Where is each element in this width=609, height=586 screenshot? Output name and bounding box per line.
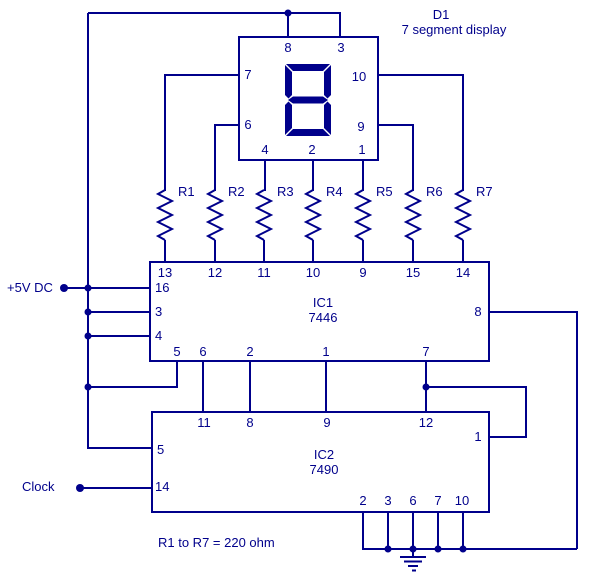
ic2-part-label: 7490: [309, 462, 339, 477]
ic1-pin-11: 11: [257, 265, 271, 280]
ic2-pin-2: 2: [359, 493, 367, 508]
display-pin-1: 1: [358, 142, 366, 157]
seven-segment-digit-icon: [285, 64, 331, 136]
ic2-pin-6: 6: [409, 493, 417, 508]
ic2-pin-8: 8: [246, 415, 254, 430]
supply-label: +5V DC: [7, 280, 53, 295]
resistor-label-r5: R5: [376, 184, 393, 199]
display-pin-6: 6: [244, 117, 252, 132]
ic2-pin-5: 5: [157, 442, 165, 457]
resistor-r7-symbol: [453, 189, 473, 241]
resistor-r6-symbol: [403, 189, 423, 241]
resistor-label-r3: R3: [277, 184, 294, 199]
ic2-box: [151, 411, 490, 513]
ic2-pin-12: 12: [418, 415, 434, 430]
display-box: [238, 36, 379, 161]
ic1-pin-5: 5: [173, 344, 181, 359]
power-bus-wire: [64, 12, 341, 449]
display-pin-4: 4: [261, 142, 269, 157]
ic1-pin-4: 4: [155, 328, 163, 343]
junction-dots: [84, 9, 467, 553]
resistor-r4-symbol: [303, 189, 323, 241]
ic2-ref-label: IC2: [313, 447, 335, 462]
resistor-r1-symbol: [155, 189, 175, 241]
ic2-pin-9: 9: [323, 415, 331, 430]
resistor-note: R1 to R7 = 220 ohm: [158, 535, 275, 550]
ic1-pin-9: 9: [359, 265, 367, 280]
resistor-r2-symbol: [205, 189, 225, 241]
ic1-ref-label: IC1: [312, 295, 334, 310]
display-pin-9: 9: [357, 119, 365, 134]
ic2-pin-7: 7: [434, 493, 442, 508]
clock-terminal-dot: [76, 484, 84, 492]
display-pin-7: 7: [244, 67, 252, 82]
display-caption-label: 7 segment display: [401, 22, 507, 37]
ic1-to-ic2-wires: [202, 361, 527, 438]
clock-label: Clock: [22, 479, 55, 494]
ic1-pin-15: 15: [405, 265, 421, 280]
resistor-label-r4: R4: [326, 184, 343, 199]
display-ref-label: D1: [432, 7, 450, 22]
ground-bus-wire: [362, 512, 577, 550]
ic1-pin-8: 8: [474, 304, 482, 319]
ic1-pin-10: 10: [305, 265, 321, 280]
ic1-pin-1: 1: [322, 344, 330, 359]
ic1-pin-2: 2: [246, 344, 254, 359]
ic1-part-label: 7446: [308, 310, 338, 325]
ic1-pin-6: 6: [199, 344, 207, 359]
resistor-label-r6: R6: [426, 184, 443, 199]
display-to-resistor-wires: [164, 74, 464, 191]
display-pin-3: 3: [337, 40, 345, 55]
ic1-pin-3: 3: [155, 304, 163, 319]
display-pin-8: 8: [284, 40, 292, 55]
ic2-pin-1: 1: [474, 429, 482, 444]
ic1-pin-13: 13: [157, 265, 173, 280]
ground-icon: [400, 549, 426, 572]
resistor-label-r1: R1: [178, 184, 195, 199]
supply-terminal-dot: [60, 284, 68, 292]
resistor-to-ic1-wires: [164, 240, 464, 262]
resistor-r5-symbol: [353, 189, 373, 241]
ic1-pin-14: 14: [455, 265, 471, 280]
ic2-pin-3: 3: [384, 493, 392, 508]
ic1-pin-12: 12: [207, 265, 223, 280]
display-pin-10: 10: [351, 69, 367, 84]
ic2-pin-10: 10: [454, 493, 470, 508]
ic2-pin-14: 14: [155, 479, 170, 494]
resistor-r3-symbol: [254, 189, 274, 241]
ic1-pin-16: 16: [155, 280, 170, 295]
resistor-label-r2: R2: [228, 184, 245, 199]
terminal-dots: [60, 284, 84, 492]
ic1-box: [149, 261, 490, 362]
ic1-pin8-ground-wire: [489, 311, 578, 549]
resistor-label-r7: R7: [476, 184, 493, 199]
ic2-pin-11: 11: [197, 415, 211, 430]
ic1-pin-7: 7: [422, 344, 430, 359]
display-pin-2: 2: [308, 142, 316, 157]
